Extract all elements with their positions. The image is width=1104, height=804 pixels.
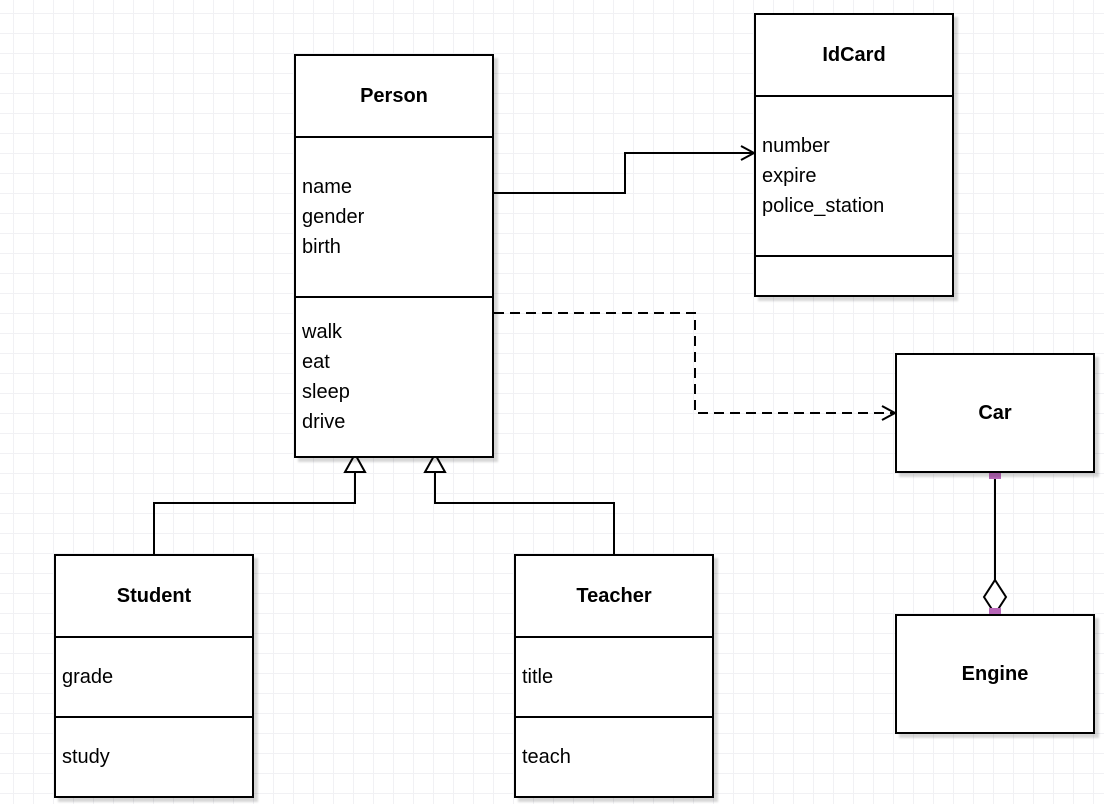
class-person-title: Person [360,84,428,107]
open-arrowhead-person-idcard [740,145,757,161]
member-birth: birth [302,236,341,258]
edge-person-car[interactable] [494,312,895,414]
class-idcard-methods [756,255,952,295]
member-study: study [62,746,110,768]
member-teach: teach [522,746,571,768]
class-student-title: Student [116,584,192,607]
member-sleep: sleep [302,381,350,403]
class-engine[interactable]: Engine [895,614,1095,734]
member-walk: walk [302,321,343,343]
class-idcard[interactable]: IdCard number expire police_station [754,13,954,297]
edge-student-person[interactable] [153,472,356,554]
class-teacher-attributes: title [516,636,712,716]
class-car-title: Car [978,401,1012,424]
member-drive: drive [302,411,346,433]
member-grade: grade [62,666,114,688]
member-name: name [302,176,353,198]
class-person[interactable]: Person name gender birth walk eat sleep drive [294,54,494,458]
class-engine-title: Engine [961,662,1029,685]
edge-person-idcard[interactable] [494,152,754,194]
member-number: number [762,135,830,157]
class-idcard-attributes: number expire police_station [756,95,952,255]
member-eat: eat [302,351,330,373]
class-person-methods: walk eat sleep drive [296,296,492,456]
class-person-attributes: name gender birth [296,136,492,296]
class-idcard-title: IdCard [822,43,886,66]
class-teacher[interactable]: Teacher title teach [514,554,714,798]
member-police_station: police_station [762,195,885,217]
class-teacher-methods: teach [516,716,712,796]
member-gender: gender [302,206,365,228]
class-student[interactable]: Student grade study [54,554,254,798]
aggregation-diamond-car-engine [982,578,1008,616]
class-student-methods: study [56,716,252,796]
class-student-attributes: grade [56,636,252,716]
open-arrowhead-person-car [881,405,898,421]
member-title: title [522,666,554,688]
edge-teacher-person[interactable] [434,472,615,554]
member-expire: expire [762,165,817,187]
class-teacher-title: Teacher [576,584,652,607]
class-car[interactable]: Car [895,353,1095,473]
